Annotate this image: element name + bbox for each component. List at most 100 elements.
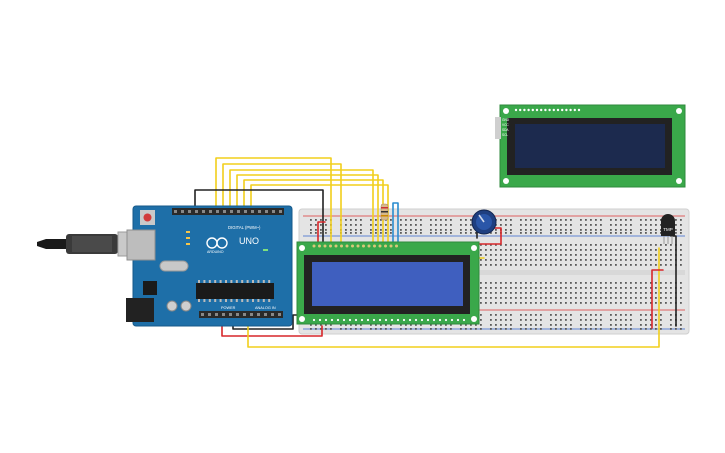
breadboard-hole (680, 297, 682, 299)
chip-leg (246, 280, 249, 283)
breadboard-hole (660, 297, 662, 299)
breadboard-hole (555, 229, 557, 231)
breadboard-hole (575, 287, 577, 289)
breadboard-hole (655, 328, 657, 330)
usb-cable[interactable] (37, 231, 137, 257)
potentiometer-indicator (478, 214, 485, 223)
breadboard-hole (540, 302, 542, 304)
wire-red[interactable] (478, 227, 502, 245)
breadboard-hole (665, 264, 667, 266)
sensor-body (661, 214, 675, 236)
chip-leg (198, 299, 200, 302)
breadboard-hole (540, 319, 542, 321)
breadboard-hole (605, 249, 607, 251)
breadboard-hole (640, 292, 642, 294)
breadboard-hole (555, 302, 557, 304)
reset-button[interactable] (143, 213, 152, 222)
header-pin (531, 108, 534, 112)
breadboard-hole (570, 324, 572, 326)
breadboard-hole (445, 324, 447, 326)
breadboard-hole (525, 229, 527, 231)
resistor[interactable] (380, 203, 389, 221)
arduino-uno-board[interactable]: DIGITAL (PWM~) UNO ARDUINO POWER ANALOG … (126, 205, 293, 327)
breadboard-hole (505, 254, 507, 256)
breadboard-hole (575, 297, 577, 299)
breadboard-hole (485, 282, 487, 284)
breadboard-hole (565, 249, 567, 251)
breadboard-hole (320, 232, 322, 234)
wire-yellow[interactable] (215, 157, 332, 244)
breadboard-hole (535, 244, 537, 246)
breadboard-hole (650, 264, 652, 266)
breadboard-hole (540, 259, 542, 261)
breadboard-hole (505, 259, 507, 261)
breadboard-hole (660, 282, 662, 284)
breadboard-hole (585, 297, 587, 299)
wire-yellow[interactable] (236, 174, 379, 244)
breadboard-hole (635, 297, 637, 299)
pcb-dot (366, 318, 370, 322)
wire-yellow[interactable] (247, 247, 660, 348)
chip-leg (235, 280, 238, 283)
breadboard-hole (625, 224, 627, 226)
wires[interactable] (194, 157, 677, 348)
breadboard-hole (320, 229, 322, 231)
breadboard-hole (405, 328, 407, 330)
usb-port (126, 229, 156, 261)
breadboard-hole (580, 219, 582, 221)
breadboard-hole (680, 229, 682, 231)
breadboard-hole (635, 249, 637, 251)
potentiometer[interactable] (471, 209, 497, 235)
temperature-sensor[interactable]: TMP (661, 214, 675, 244)
breadboard-hole (510, 264, 512, 266)
wire-red[interactable] (651, 269, 664, 329)
breadboard-hole (645, 324, 647, 326)
breadboard-hole (500, 297, 502, 299)
breadboard-hole (640, 219, 642, 221)
wire-blue[interactable] (392, 202, 399, 244)
breadboard-hole (680, 282, 682, 284)
breadboard-hole (580, 292, 582, 294)
breadboard-hole (620, 232, 622, 234)
breadboard-hole (470, 229, 472, 231)
breadboard-hole (470, 328, 472, 330)
breadboard-hole (495, 328, 497, 330)
breadboard-hole (610, 264, 612, 266)
breadboard-hole (555, 259, 557, 261)
breadboard-hole (520, 287, 522, 289)
breadboard-hole (530, 224, 532, 226)
breadboard-hole (415, 232, 417, 234)
chip-leg (235, 299, 238, 302)
breadboard-hole (530, 302, 532, 304)
breadboard-hole (645, 328, 647, 330)
lcd-module-main[interactable] (296, 241, 480, 325)
breadboard-hole (650, 249, 652, 251)
lcd-module-small[interactable]: GND VCC SDA SCL (495, 104, 686, 188)
breadboard-hole (555, 297, 557, 299)
breadboard-hole (655, 244, 657, 246)
breadboard-hole (480, 292, 482, 294)
breadboard-hole (510, 292, 512, 294)
header-pin (384, 244, 387, 248)
wire-yellow[interactable] (222, 163, 342, 244)
wire-black[interactable] (194, 189, 324, 244)
breadboard-hole (640, 302, 642, 304)
breadboard-hole (650, 224, 652, 226)
wire-red[interactable] (317, 221, 326, 244)
breadboard-hole (495, 314, 497, 316)
header-pin (250, 313, 253, 316)
breadboard-hole (545, 282, 547, 284)
breadboard-hole (480, 324, 482, 326)
breadboard-hole (325, 229, 327, 231)
breadboard-hole (660, 249, 662, 251)
breadboard-hole (415, 224, 417, 226)
chip-leg (214, 280, 217, 283)
breadboard-hole (600, 264, 602, 266)
breadboard-hole (585, 287, 587, 289)
breadboard-hole (630, 219, 632, 221)
breadboard-hole (615, 314, 617, 316)
header-pin (356, 244, 360, 248)
breadboard-hole (525, 282, 527, 284)
breadboard-hole (590, 287, 592, 289)
